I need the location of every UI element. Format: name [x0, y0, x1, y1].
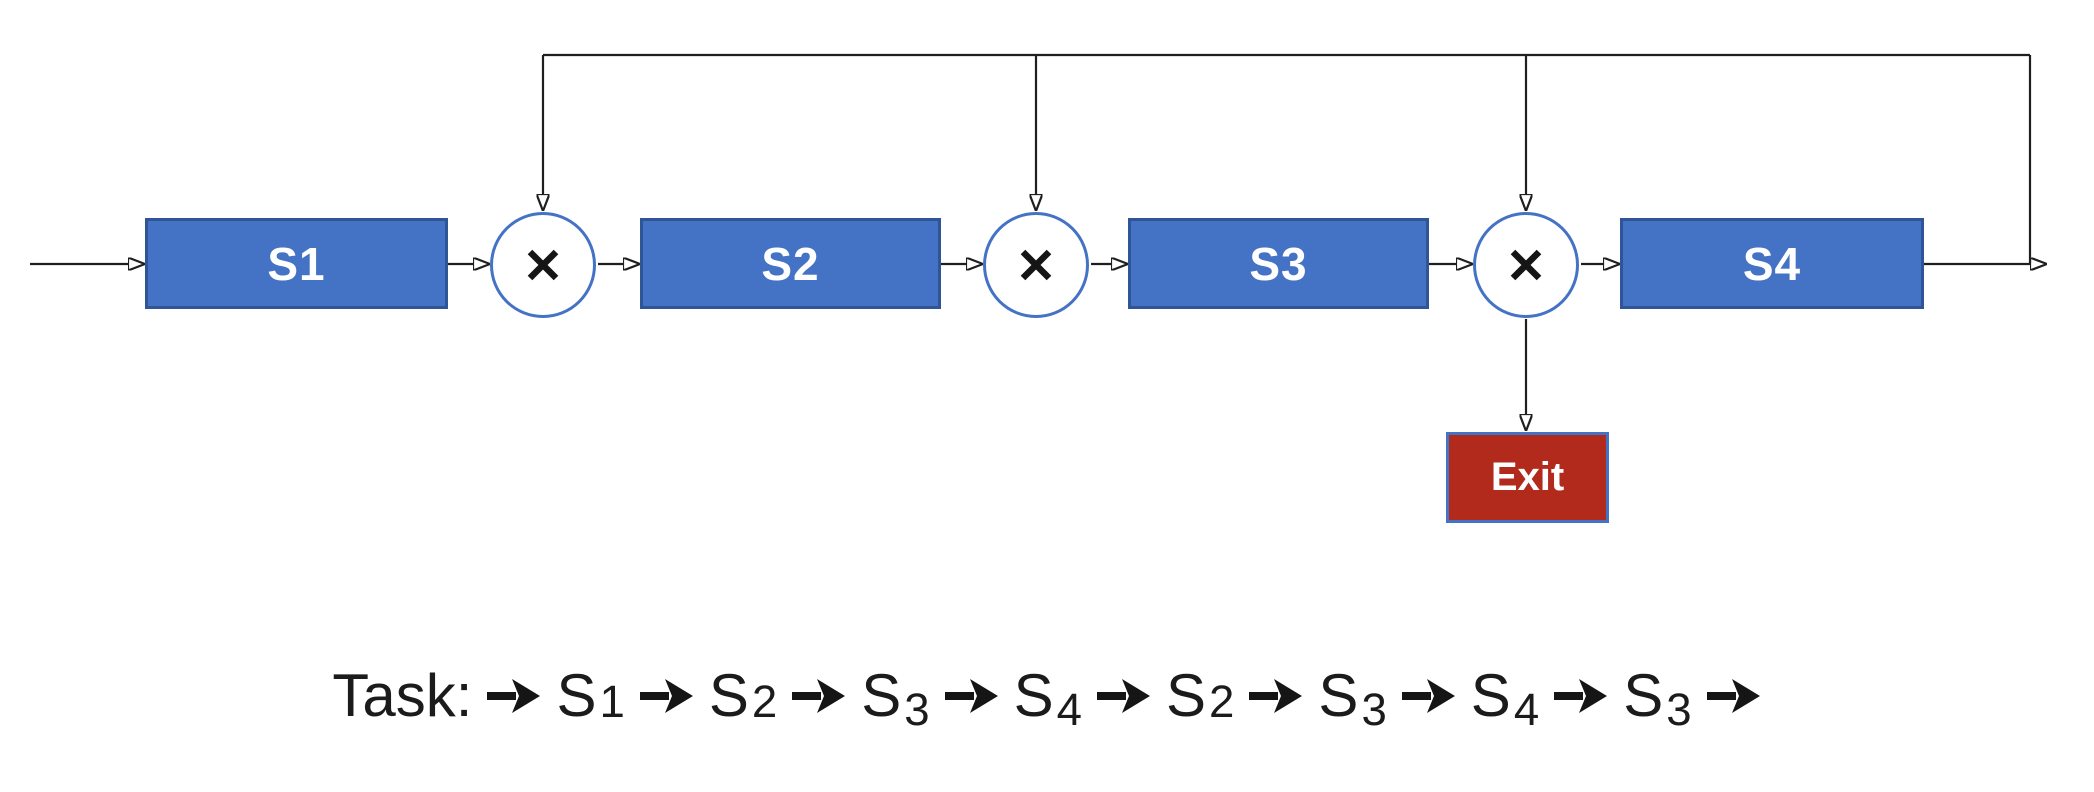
multiply-icon [527, 249, 559, 281]
exit-box: Exit [1446, 432, 1609, 523]
task-label: Task: [332, 662, 473, 729]
stage-box-s2: S2 [640, 218, 941, 309]
stage-box-s3: S3 [1128, 218, 1429, 309]
multiply-icon [1020, 249, 1052, 281]
task-arrow-icon [1554, 679, 1608, 713]
multiply-junction-2 [983, 212, 1089, 318]
task-arrow-icon [1401, 679, 1455, 713]
task-arrow-icon [639, 679, 693, 713]
task-arrow-icon [1706, 679, 1760, 713]
task-arrow-icon [944, 679, 998, 713]
multiply-junction-1 [490, 212, 596, 318]
stage-box-s4: S4 [1620, 218, 1924, 309]
task-arrow-icon [1097, 679, 1151, 713]
task-arrow-icon [487, 679, 541, 713]
stage-box-s1: S1 [145, 218, 448, 309]
task-arrow-icon [1249, 679, 1303, 713]
multiply-junction-3 [1473, 212, 1579, 318]
task-arrow-icon [792, 679, 846, 713]
multiply-icon [1510, 249, 1542, 281]
